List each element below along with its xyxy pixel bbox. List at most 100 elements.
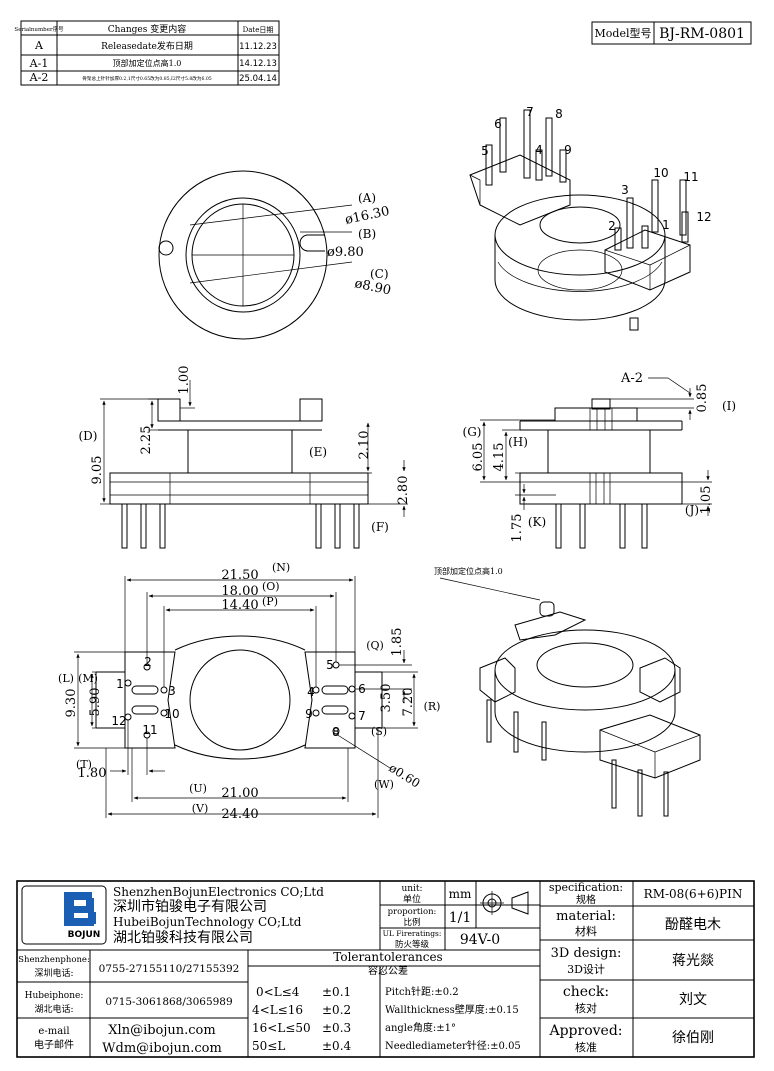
callout-a-letter: (A) — [358, 191, 376, 205]
check-value: 刘文 — [679, 992, 707, 1008]
spec-label-cn: 规格 — [576, 893, 596, 906]
bottom-pin-10: 10 — [164, 707, 179, 721]
ul-value: 94V-0 — [460, 932, 500, 948]
side-view: 6.05 (G) 4.15 (H) 0.85 (I) A-2 1.05 (J) … — [463, 371, 736, 549]
bottom-pin-8: 8 — [332, 725, 340, 739]
tol-wall: Wallthickness壁厚度:±0.15 — [385, 1003, 519, 1016]
material-value: 酚醛电木 — [665, 917, 721, 933]
bojun-logo-icon: BOJUN — [64, 892, 100, 940]
proportion-label-cn: 比例 — [403, 917, 420, 928]
approved-value: 徐伯刚 — [672, 1030, 714, 1046]
letter-m: (M) — [78, 672, 98, 685]
iso-pin-1: 1 — [662, 218, 670, 232]
iso-pin-2: 2 — [608, 219, 616, 233]
callout-b-value: ø9.80 — [327, 245, 364, 260]
shenzhen-label-cn: 深圳电话: — [34, 967, 73, 979]
tol-title: Tolerantolerances — [333, 950, 442, 964]
spec-value: RM-08(6+6)PIN — [644, 887, 743, 901]
bottom-pin-4: 4 — [307, 685, 315, 699]
proportion-label: proportion: — [388, 907, 437, 917]
unit-label-cn: 单位 — [403, 893, 421, 905]
hubei-label-cn: 湖北电话: — [34, 1003, 73, 1015]
revision-table: Serialnumber序号 Changes 变更内容 Date日期 A Rel… — [14, 20, 280, 86]
tol-range-1: 4<L≤16 — [252, 1003, 303, 1017]
dim-1-85: 1.85 — [390, 628, 405, 657]
front-dim-2-80: 2.80 — [396, 476, 411, 505]
rev-serial-1: A-1 — [29, 57, 49, 70]
front-letter-f: (F) — [371, 520, 389, 534]
dim-14-40: 14.40 — [221, 598, 258, 613]
iso-pin-3: 3 — [621, 183, 629, 197]
dim-7-20: 7.20 — [401, 688, 416, 717]
email-2: Wdm@ibojun.com — [102, 1041, 222, 1056]
side-dim-1-05: 1.05 — [699, 486, 714, 515]
front-dim-2-25: 2.25 — [139, 426, 154, 455]
rev-header-changes: Changes 变更内容 — [108, 23, 186, 35]
rev-change-2: 骨架总上针针加厚0.2,1尺寸0.65改为0.85,I2尺寸5.8改为6.05 — [82, 75, 211, 82]
proportion-value: 1/1 — [449, 910, 472, 926]
side-note-a2: A-2 — [620, 371, 643, 386]
iso-pin-7: 7 — [526, 105, 534, 119]
side-letter-h: (H) — [508, 435, 528, 449]
hubei-label: Hubeiphone: — [25, 991, 84, 1001]
iso-pin-8: 8 — [555, 107, 563, 121]
bottom-pin-5: 5 — [326, 658, 334, 672]
bottom-view: 1 2 3 4 5 6 7 8 9 10 11 12 21.50 (N) 18.… — [58, 561, 440, 822]
material-label: material: — [556, 909, 616, 924]
front-dim-9-05: 9.05 — [90, 456, 105, 485]
letter-p: (P) — [262, 595, 278, 608]
email-label: e-mail — [38, 1026, 69, 1037]
spec-label: specification: — [549, 881, 623, 894]
front-view: 9.05 (D) 2.25 1.00 2.10 2.80 (E) (F) — [79, 366, 411, 549]
model-label: Model型号 — [595, 26, 652, 40]
front-letter-d: (D) — [79, 429, 98, 443]
dim-21-50: 21.50 — [221, 568, 258, 583]
shenzhen-phone: 0755-27155110/27155392 — [99, 963, 240, 975]
dim-1-80: 1.80 — [78, 766, 107, 781]
side-letter-i: (I) — [722, 399, 736, 413]
dim-9-30: 9.30 — [64, 689, 79, 718]
check-label-cn: 核对 — [575, 1001, 597, 1015]
bottom-pin-7: 7 — [358, 709, 366, 723]
iso-pin-12: 12 — [696, 210, 711, 224]
ul-label: UL Fireratings: — [383, 929, 442, 938]
iso-pin-11: 11 — [683, 170, 698, 184]
rev-change-1: 顶部加定位点高1.0 — [113, 58, 182, 68]
rev-change-0: Releasedate发布日期 — [101, 40, 193, 52]
rev-serial-0: A — [34, 39, 44, 52]
side-dim-4-15: 4.15 — [492, 443, 507, 472]
callout-c-value: ø8.90 — [353, 276, 392, 298]
email-label-cn: 电子邮件 — [34, 1038, 74, 1051]
rev-header-serial: Serialnumber序号 — [14, 25, 64, 33]
dim-3-50: 3.50 — [379, 684, 394, 713]
rev-serial-2: A-2 — [29, 71, 49, 84]
iso-view-top: 10 11 12 3 2 1 5 6 7 8 4 9 — [469, 105, 712, 331]
title-block: BOJUN ShenzhenBojunElectronics CO;Ltd 深圳… — [16, 880, 755, 1058]
bottom-pin-1: 1 — [116, 677, 124, 691]
top-view: (A) ø16.30 (B) ø9.80 (C) ø8.90 — [158, 170, 392, 340]
approved-label-cn: 核准 — [575, 1040, 597, 1054]
dim-5-90: 5.90 — [88, 688, 103, 717]
approved-label: Approved: — [548, 1023, 622, 1039]
tol-range-0: 0<L≤4 — [256, 985, 300, 999]
iso-pin-4: 4 — [535, 143, 543, 157]
company-en-1: ShenzhenBojunElectronics CO;Ltd — [113, 885, 324, 899]
letter-o: (O) — [262, 580, 280, 593]
unit-label: unit: — [401, 884, 422, 894]
letter-v: (V) — [192, 802, 209, 815]
side-dim-1-75: 1.75 — [510, 514, 525, 543]
hubei-phone: 0715-3061868/3065989 — [105, 996, 232, 1008]
rev-date-2: 25.04.14 — [239, 74, 277, 84]
tol-range-2: 16<L≤50 — [252, 1021, 311, 1035]
letter-u: (U) — [189, 782, 207, 795]
company-cn-1: 深圳市铂骏电子有限公司 — [113, 898, 267, 915]
projection-symbol-icon — [480, 891, 529, 915]
letter-t: (T) — [76, 758, 92, 771]
model-value: BJ-RM-0801 — [659, 26, 745, 42]
iso-view-bottom: 顶部加定位点高1.0 — [434, 566, 701, 817]
rev-date-0: 11.12.23 — [239, 42, 277, 52]
dim-24-40: 24.40 — [221, 807, 258, 822]
iso-pin-5: 5 — [481, 144, 489, 158]
side-dim-0-85: 0.85 — [695, 384, 710, 413]
letter-q: (Q) — [366, 639, 384, 652]
